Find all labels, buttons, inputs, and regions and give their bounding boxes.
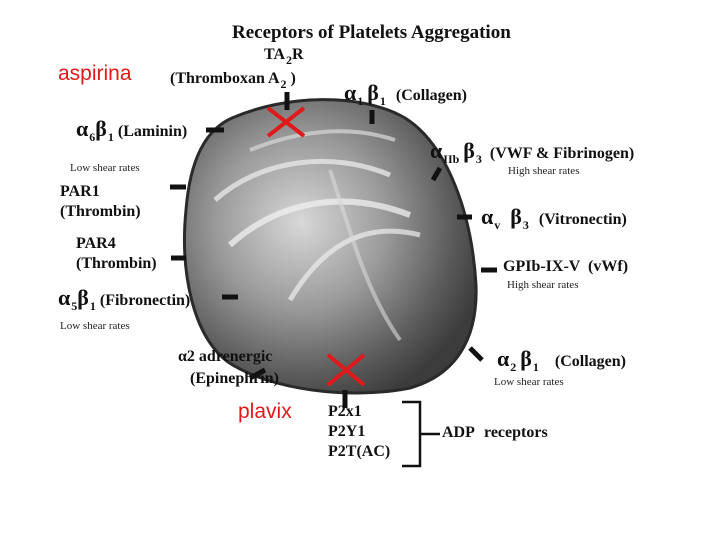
par4-ligand: (Thrombin): [76, 255, 157, 272]
fibronectin-receptor: α5β1 (Fibronectin): [58, 285, 190, 314]
platelet-ridge: [227, 198, 412, 248]
adrenergic-ligand: (Epinephrin): [190, 370, 279, 387]
p2t-item: P2T(AC): [328, 443, 391, 460]
beta-symbol: β: [510, 204, 522, 229]
alpha-subscript: 2: [510, 360, 517, 374]
adrenergic-receptor: α2 adrenergic (Epinephrin): [178, 346, 279, 390]
collagen1-ligand: (Collagen): [395, 87, 467, 104]
par4-receptor: PAR4 (Thrombin): [76, 234, 157, 274]
paren-open: (: [170, 70, 176, 87]
alpha-symbol: α: [481, 204, 494, 229]
diagram-title: Receptors of Platelets Aggregation: [232, 22, 511, 43]
alpha-symbol: α: [430, 138, 443, 163]
adp-bracket: [402, 400, 440, 468]
p2y1-item: P2Y1: [328, 423, 366, 440]
collagen2-receptor: α2 β1 (Collagen): [497, 346, 626, 375]
platelet-ridge: [328, 169, 402, 342]
adp-label: ADP: [442, 424, 474, 441]
adrenergic-name: α2 adrenergic: [178, 348, 273, 365]
ta2r-text: TA: [264, 46, 286, 63]
alpha-subscript: 6: [89, 130, 96, 144]
inhibition-marks: [266, 106, 366, 387]
platelet-ridge: [213, 158, 391, 202]
vitronectin-receptor: αv β3 (Vitronectin): [481, 204, 627, 233]
adp-receptor-list: P2x1 P2Y1 P2T(AC): [328, 402, 390, 462]
laminin-ligand: (Laminin): [117, 123, 188, 140]
collagen1-receptor: α1 β1 (Collagen): [344, 80, 467, 109]
ta2r-subscript: 2: [286, 53, 293, 67]
gpib-name: GPIb-IX-V: [503, 258, 581, 275]
alpha-subscript: IIb: [443, 152, 460, 166]
platelet-ridge: [287, 228, 421, 302]
thromboxan-subscript: 2: [280, 77, 287, 91]
vitronectin-ligand: (Vitronectin): [538, 211, 627, 228]
gpib-receptor: GPIb-IX-V (vWf): [503, 258, 628, 276]
beta-symbol: β: [95, 116, 107, 141]
alpha-symbol: α: [58, 285, 71, 310]
plavix-annotation: plavix: [238, 400, 292, 423]
fibronectin-ligand: (Fibronectin): [99, 292, 191, 309]
laminin-shear-note: Low shear rates: [70, 162, 140, 174]
alpha-subscript: v: [494, 218, 501, 232]
par1-name: PAR1: [60, 183, 100, 200]
adp-receptors-label: ADP receptors: [442, 424, 548, 442]
alpha-subscript: 1: [357, 94, 364, 108]
beta-subscript: 3: [522, 218, 529, 232]
stub-collagen2: [468, 346, 484, 362]
beta-subscript: 3: [475, 152, 482, 166]
alpha-subscript: 5: [71, 299, 78, 313]
stub-vwf: [430, 166, 443, 182]
collagen2-ligand: (Collagen): [554, 353, 626, 370]
beta-subscript: 1: [89, 299, 96, 313]
aspirin-x-mark: [266, 106, 306, 138]
vwf-fibrinogen-receptor: αIIb β3 (VWF & Fibrinogen): [430, 138, 634, 167]
par1-ligand: (Thrombin): [60, 203, 141, 220]
laminin-receptor: α6β1 (Laminin): [76, 116, 187, 145]
beta-subscript: 1: [107, 130, 114, 144]
beta-symbol: β: [367, 80, 379, 105]
thromboxan-name: Thromboxan A: [175, 70, 280, 87]
stub-adrenergic: [248, 367, 267, 381]
beta-symbol: β: [77, 285, 89, 310]
alpha-symbol: α: [76, 116, 89, 141]
gpib-shear-note: High shear rates: [507, 279, 579, 291]
par4-name: PAR4: [76, 235, 116, 252]
ta2r-r: R: [292, 46, 304, 63]
p2x1-item: P2x1: [328, 403, 362, 420]
alpha-symbol: α: [344, 80, 357, 105]
vwf-fibrinogen-ligand: (VWF & Fibrinogen): [489, 145, 635, 162]
beta-symbol: β: [520, 346, 532, 371]
alpha-symbol: α: [497, 346, 510, 371]
platelet-ridge: [249, 129, 396, 152]
beta-subscript: 1: [532, 360, 539, 374]
paren-close: ): [290, 70, 296, 87]
vwf-shear-note: High shear rates: [508, 165, 580, 177]
thromboxan-label: (Thromboxan A2 ): [170, 70, 296, 92]
beta-symbol: β: [463, 138, 475, 163]
adp-receptors-word: receptors: [484, 424, 548, 441]
gpib-ligand: (vWf): [588, 258, 629, 275]
receptor-stubs: [170, 92, 497, 408]
par1-receptor: PAR1 (Thrombin): [60, 182, 141, 222]
collagen2-shear-note: Low shear rates: [494, 376, 564, 388]
plavix-x-mark: [326, 353, 366, 387]
beta-subscript: 1: [379, 94, 386, 108]
fibronectin-shear-note: Low shear rates: [60, 320, 130, 332]
aspirin-annotation: aspirina: [58, 62, 132, 85]
ta2r-label: TA2R: [264, 46, 304, 68]
